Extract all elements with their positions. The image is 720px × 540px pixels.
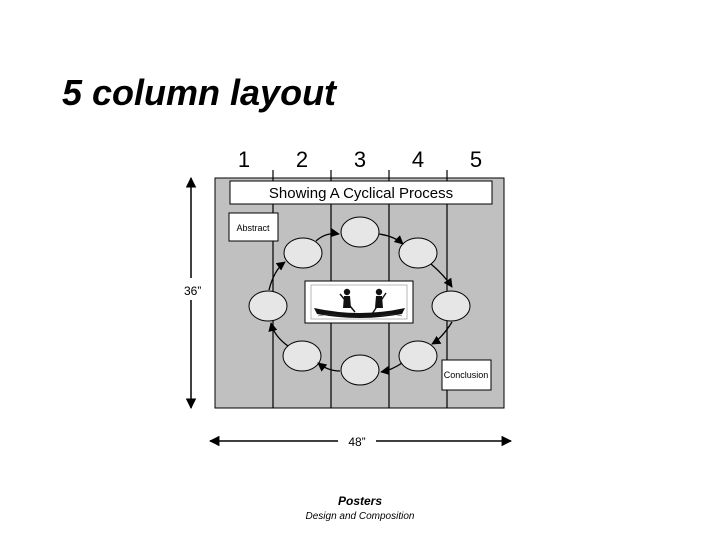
cycle-node-right [431,290,471,322]
cycle-arrow-6 [317,362,341,372]
cycle-arrow-4 [431,321,453,345]
cycle-node-left [248,290,288,322]
conclusion-box [441,359,492,391]
banner-box [229,180,493,205]
cycle-node-upper-left [283,237,323,269]
central-image [304,280,414,324]
cycle-arrow-7 [268,322,289,347]
column-number-1: 1 [238,147,250,172]
column-number-4: 4 [412,147,424,172]
cycle-arrow-8 [268,261,286,291]
footer-title: Posters [337,494,383,508]
cycle-node-lower-right [398,340,438,372]
cycle-arrow-1 [315,228,340,242]
cycle-node-bottom [340,354,380,386]
banner-label: Showing A Cyclical Process [269,185,453,202]
height-label: 36” [184,284,201,298]
cycle-node-lower-left [282,340,322,372]
cycle-node-upper-right [398,237,438,269]
column-number-2: 2 [296,147,308,172]
width-label: 48” [348,435,365,449]
abstract-box [228,212,279,242]
column-number-5: 5 [470,147,482,172]
cycle-arrow-3 [430,263,453,288]
footer-subtitle: Design and Composition [305,511,415,522]
cycle-arrow-2 [378,233,404,245]
slide-title: 5 column layout [62,72,337,113]
abstract-label: Abstract [236,223,270,233]
cycle-arrow-5 [380,362,403,376]
cycle-node-top [340,216,380,248]
column-number-3: 3 [354,147,366,172]
conclusion-label: Conclusion [444,370,489,380]
